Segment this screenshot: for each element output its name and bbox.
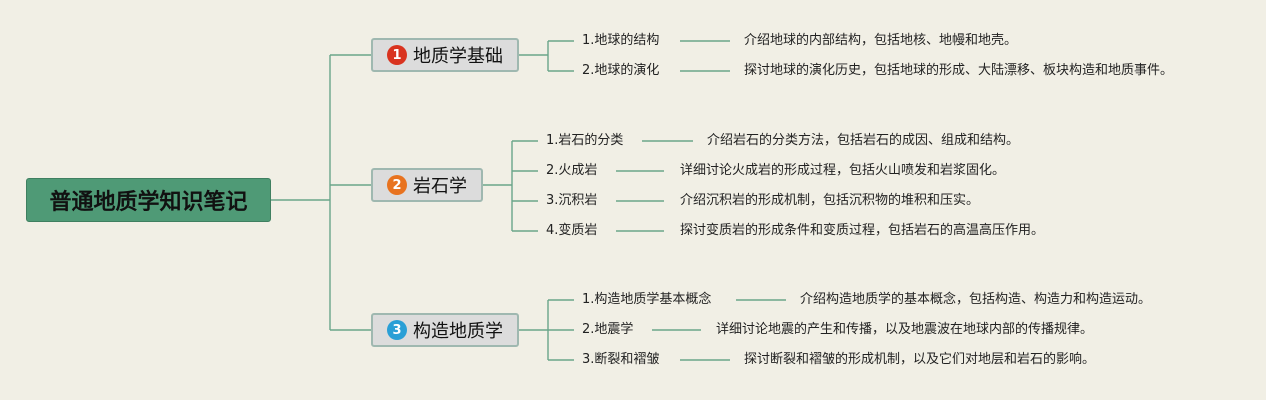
number-badge-icon: 1 <box>387 45 407 65</box>
topic-title[interactable]: 1.构造地质学基本概念 <box>582 292 712 307</box>
topic-title[interactable]: 2.地震学 <box>582 322 634 337</box>
number-badge-icon: 2 <box>387 175 407 195</box>
topic-description: 介绍沉积岩的形成机制，包括沉积物的堆积和压实。 <box>680 193 980 208</box>
branch-label: 构造地质学 <box>413 321 503 342</box>
topic-title[interactable]: 1.地球的结构 <box>582 33 660 48</box>
root-node[interactable]: 普通地质学知识笔记 <box>26 178 271 222</box>
topic-title[interactable]: 3.沉积岩 <box>546 193 598 208</box>
branch-label: 地质学基础 <box>413 46 503 67</box>
topic-title[interactable]: 1.岩石的分类 <box>546 133 624 148</box>
branch-label: 岩石学 <box>413 176 467 197</box>
topic-description: 探讨断裂和褶皱的形成机制，以及它们对地层和岩石的影响。 <box>744 352 1096 367</box>
topic-description: 探讨地球的演化历史，包括地球的形成、大陆漂移、板块构造和地质事件。 <box>744 63 1174 78</box>
number-badge-icon: 3 <box>387 320 407 340</box>
topic-title[interactable]: 4.变质岩 <box>546 223 598 238</box>
root-label: 普通地质学知识笔记 <box>49 190 248 215</box>
topic-title[interactable]: 2.火成岩 <box>546 163 598 178</box>
topic-description: 详细讨论火成岩的形成过程，包括火山喷发和岩浆固化。 <box>680 163 1006 178</box>
branch-node-1[interactable]: 1 地质学基础 <box>371 38 519 72</box>
topic-description: 介绍地球的内部结构，包括地核、地幔和地壳。 <box>744 33 1018 48</box>
topic-title[interactable]: 3.断裂和褶皱 <box>582 352 660 367</box>
topic-description: 介绍构造地质学的基本概念，包括构造、构造力和构造运动。 <box>800 292 1152 307</box>
branch-node-2[interactable]: 2 岩石学 <box>371 168 483 202</box>
topic-description: 详细讨论地震的产生和传播，以及地震波在地球内部的传播规律。 <box>716 322 1094 337</box>
branch-node-3[interactable]: 3 构造地质学 <box>371 313 519 347</box>
topic-description: 介绍岩石的分类方法，包括岩石的成因、组成和结构。 <box>707 133 1020 148</box>
topic-description: 探讨变质岩的形成条件和变质过程，包括岩石的高温高压作用。 <box>680 223 1045 238</box>
topic-title[interactable]: 2.地球的演化 <box>582 63 660 78</box>
